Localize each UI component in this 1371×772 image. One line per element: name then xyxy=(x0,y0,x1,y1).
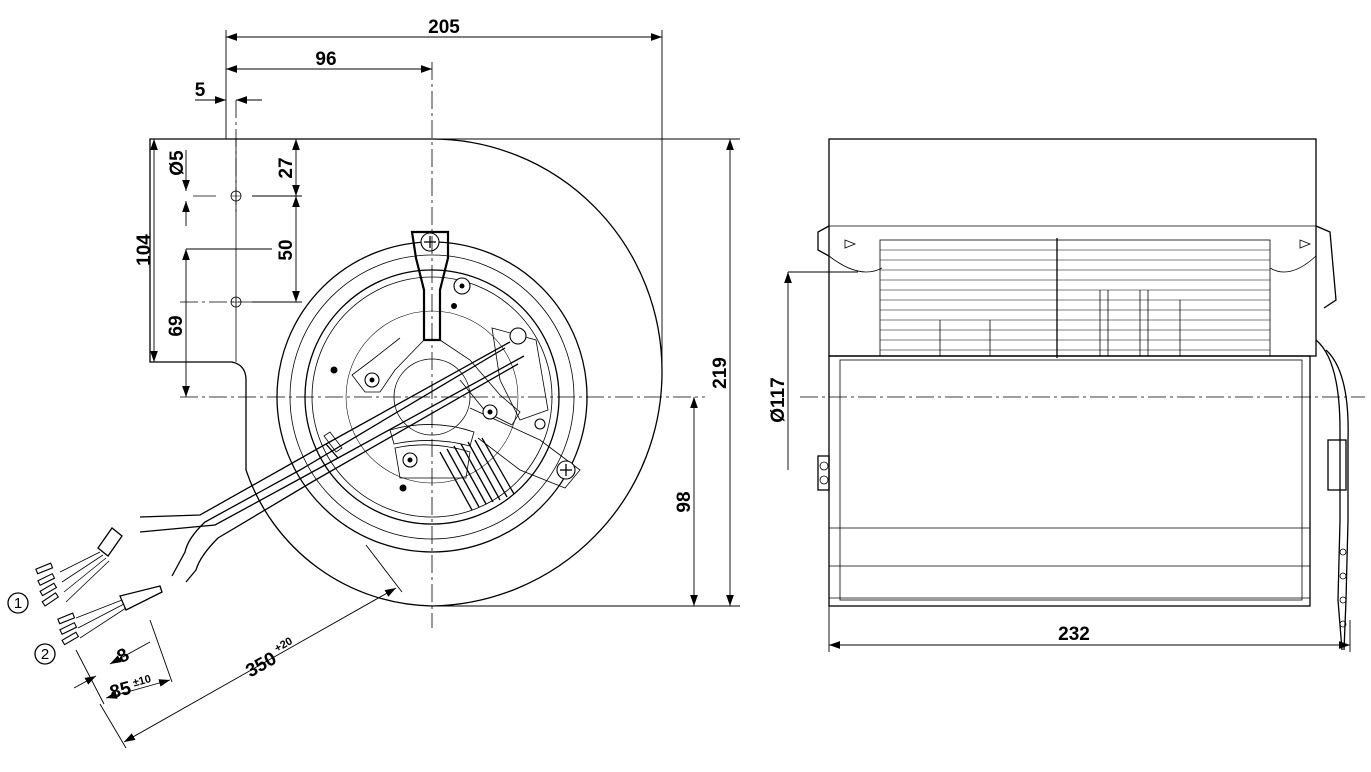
housing-upper xyxy=(828,138,1317,357)
callout-1-label: 1 xyxy=(14,595,22,612)
dim-350-tol-text: +20 xyxy=(273,635,295,655)
callout-2-label: 2 xyxy=(41,646,49,663)
dim-85-text: 85 xyxy=(108,678,134,704)
wire-end-1 xyxy=(7,527,123,614)
dim-d117-text: Ø117 xyxy=(768,377,789,422)
dim-85-tol-text: ±10 xyxy=(132,673,153,689)
dim-axis-offset: 96 xyxy=(226,49,432,73)
cables xyxy=(139,341,525,583)
dim-104-text: 104 xyxy=(134,234,155,266)
front-view: 205 96 5 Ø5 27 50 xyxy=(7,17,740,749)
dim-inlet-diameter: Ø117 xyxy=(768,271,858,470)
dim-27-text: 27 xyxy=(276,157,297,178)
dim-slot-offset: 5 xyxy=(195,80,262,104)
dim-d5-text: Ø5 xyxy=(167,150,188,176)
dim-hole-diameter: Ø5 xyxy=(167,150,190,226)
rotor-slots xyxy=(439,437,515,511)
screws xyxy=(330,232,576,492)
dim-cable-length: 350 +20 xyxy=(99,544,403,749)
dim-350-text: 350 xyxy=(242,648,280,682)
dim-housing-width: 232 xyxy=(828,606,1351,652)
dim-50-text: 50 xyxy=(276,239,297,260)
side-brackets xyxy=(817,225,1337,491)
impeller xyxy=(879,238,1271,358)
dim-69-text: 69 xyxy=(166,315,187,336)
dim-5-text: 5 xyxy=(195,80,206,101)
dim-96-text: 96 xyxy=(315,49,336,70)
dim-232-text: 232 xyxy=(1058,624,1090,645)
dim-219-text: 219 xyxy=(710,357,731,389)
housing-lower xyxy=(828,355,1311,607)
callout-2-circle xyxy=(34,643,56,665)
side-view: Ø117 232 xyxy=(768,138,1365,652)
dim-overall-height: 219 98 xyxy=(432,138,740,607)
dim-overall-width: 205 xyxy=(225,17,663,371)
side-cable xyxy=(1315,339,1349,651)
callout-1-circle xyxy=(7,592,29,614)
dim-205-text: 205 xyxy=(428,17,460,38)
dim-flange-heights: 104 69 xyxy=(134,139,190,397)
dim-8-text: 8 xyxy=(114,644,133,667)
front-center-lines xyxy=(180,62,705,628)
dim-hole-positions: 27 50 xyxy=(186,139,302,303)
dim-98-text: 98 xyxy=(674,491,695,512)
housing-scroll-outline xyxy=(149,138,663,607)
